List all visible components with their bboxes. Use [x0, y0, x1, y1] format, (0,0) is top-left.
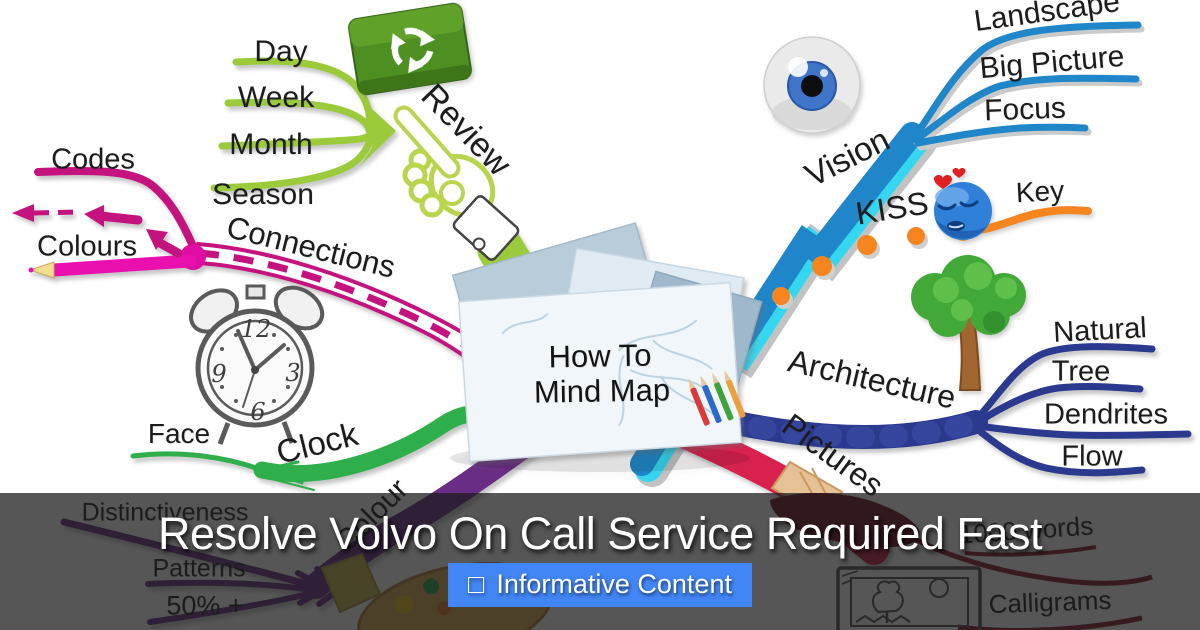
center-topic-line1: How To [548, 337, 652, 375]
label-tree: Tree [1051, 355, 1111, 388]
banner-title: Resolve Volvo On Call Service Required F… [158, 508, 1042, 559]
label-flow: Flow [1061, 440, 1123, 473]
label-natural: Natural [1052, 312, 1148, 349]
svg-text:9: 9 [211, 360, 226, 388]
clock-face-numbers: 12 3 6 9 [211, 315, 300, 426]
label-season: Season [212, 178, 314, 211]
badge-placeholder-icon: □ [468, 569, 485, 599]
center-papers [450, 222, 763, 472]
kiss-globe-icon [934, 167, 1092, 241]
alarm-clock-icon: 12 3 6 9 [189, 284, 325, 445]
svg-text:3: 3 [285, 359, 300, 387]
label-week: Week [237, 81, 315, 114]
eyeball-icon [763, 36, 861, 134]
label-focus: Focus [983, 91, 1067, 128]
hearts-icon [934, 167, 966, 189]
svg-text:6: 6 [250, 398, 265, 426]
tree-icon [911, 255, 1026, 391]
svg-text:12: 12 [241, 315, 272, 343]
label-key: Key [1015, 174, 1065, 209]
label-month: Month [229, 128, 313, 161]
label-day: Day [254, 35, 308, 68]
banner-overlay [0, 493, 1200, 630]
badge-label: Informative Content [496, 569, 732, 599]
center-topic-line2: Mind Map [533, 372, 671, 410]
label-face: Face [147, 418, 211, 449]
label-codes: Codes [51, 143, 135, 176]
pointing-hand-icon [393, 105, 520, 261]
pens-icon [688, 369, 746, 426]
recycle-folder-icon [348, 2, 472, 96]
category-badge: □ Informative Content [448, 563, 752, 607]
label-colours: Colours [37, 230, 137, 263]
label-dendrites: Dendrites [1043, 398, 1169, 431]
